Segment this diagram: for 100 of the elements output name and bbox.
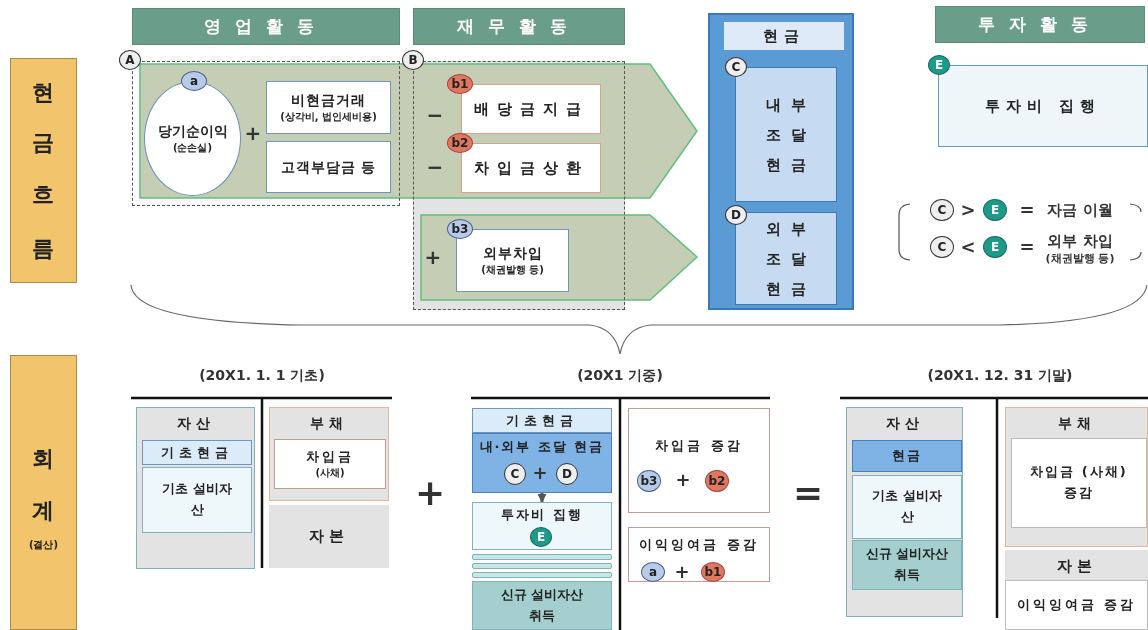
letter-badge: E [983,236,1007,258]
panel-heading: 자본 [1056,556,1097,577]
letter-badge: b1 [701,562,725,582]
account-box [472,408,612,433]
account-box [1011,438,1147,528]
letter-badge: C [504,463,526,485]
account-panel [269,407,389,501]
sub-text: (결산) [28,538,59,552]
stripe-bar [472,572,612,578]
box-text: 기초현금 [506,411,578,430]
box-text: 기초현금 [161,443,233,462]
plus-sign: + [674,563,690,581]
sub-text: (채권발행 등) [481,263,544,278]
box-text: 기초 설비자산 [872,487,942,526]
row-label-bar [10,355,77,630]
panel-heading: 부채 [1057,414,1096,433]
panel-heading: 자본 [309,526,349,547]
plus-sign: + [532,464,548,482]
box-text: 차입금 [306,447,354,466]
account-box [1005,580,1148,630]
box-text: 기초 설비자산 [162,480,232,519]
minus-sign: − [426,157,444,177]
section-header-bar [132,8,400,45]
note-text: (채권발행 등) [1045,252,1115,264]
box-text: 이익잉여금 증감 [639,536,759,554]
box-text: 외부차입 [482,243,543,263]
equals-sign: = [1019,201,1035,219]
letter-badge: E [530,527,552,547]
panel-heading: 부채 [310,414,348,433]
box-text: 차입금 증감 [655,437,743,455]
account-box [852,440,962,472]
period-heading: (20X1. 1. 1 기초) [199,368,325,382]
box-text: 차입금상환 [473,157,589,179]
formula-text: 외부 차입 [1047,233,1113,249]
row-label-bar [10,58,77,283]
box-text: 고객부담금 등 [280,157,377,177]
box-text: 이익잉여금 증감 [1016,596,1137,614]
account-panel [136,407,255,569]
row-label-text: 현금흐름 [30,66,58,275]
plus-sign: + [424,247,442,267]
account-panel [269,505,389,568]
account-box [472,581,612,630]
section-header-bar [413,8,625,45]
sub-text: (사채) [315,466,345,481]
process-box [266,141,391,193]
section-header-bar [935,6,1145,43]
account-box [852,540,962,590]
letter-badge: E [928,55,950,75]
box-text: 내부 조달 현금 [765,94,817,176]
letter-badge: a [641,562,665,582]
account-box [628,527,770,582]
account-box [628,408,770,513]
header-text: 재무활동 [457,15,581,38]
cash-column [708,13,854,310]
comparison-sign: < [960,238,976,256]
row-label-text: 회계 [30,433,58,537]
box-text: 투자비 집행 [501,506,583,524]
arrow [537,493,547,503]
account-box [852,475,962,539]
account-box [472,502,612,550]
box-text: 현금 [892,447,922,465]
account-panel [846,407,963,617]
letter-badge: A [119,50,141,70]
box-text: 당기순이익 [157,121,228,141]
letter-badge: C [930,236,954,258]
minus-sign: − [426,105,444,125]
sub-text: (순손실) [172,141,213,156]
box-text: 투자비 집행 [984,95,1102,117]
letter-badge: b3 [637,470,661,492]
plus-sign: + [414,475,446,511]
box-text: 내·외부 조달 현금 [479,438,605,456]
plus-sign: + [244,123,262,143]
stripe-bar [472,554,612,560]
sub-text: (상각비, 법인세비용) [280,110,377,125]
process-box [266,81,391,134]
account-panel [1005,550,1148,630]
account-panel [1005,407,1148,547]
box-text: 차입금 (사채) 증감 [1029,463,1129,502]
box-text: 배당금지급 [473,98,589,120]
letter-badge: E [983,199,1007,221]
letter-badge: C [725,57,747,77]
stripe-bar [472,563,612,569]
letter-badge: b2 [705,470,729,492]
header-text: 투자활동 [978,13,1102,36]
column-heading-box [724,22,844,50]
box-text: 비현금거래 [291,90,366,110]
box-text: 신규 설비자산 취득 [864,545,950,584]
equals-sign: = [1019,238,1035,256]
period-heading: (20X1 기중) [577,368,663,382]
equals-sign: = [792,475,824,511]
letter-badge: B [402,50,424,70]
formula-text: 자금 이월 [1047,202,1113,218]
account-box [472,433,612,493]
panel-heading: 자산 [885,414,924,433]
header-text: 영업활동 [204,15,328,38]
period-heading: (20X1. 12. 31 기말) [927,368,1073,382]
plus-sign: + [675,471,691,489]
letter-badge: C [930,199,954,221]
account-box [274,439,386,489]
box-text: 현금 [763,25,805,47]
